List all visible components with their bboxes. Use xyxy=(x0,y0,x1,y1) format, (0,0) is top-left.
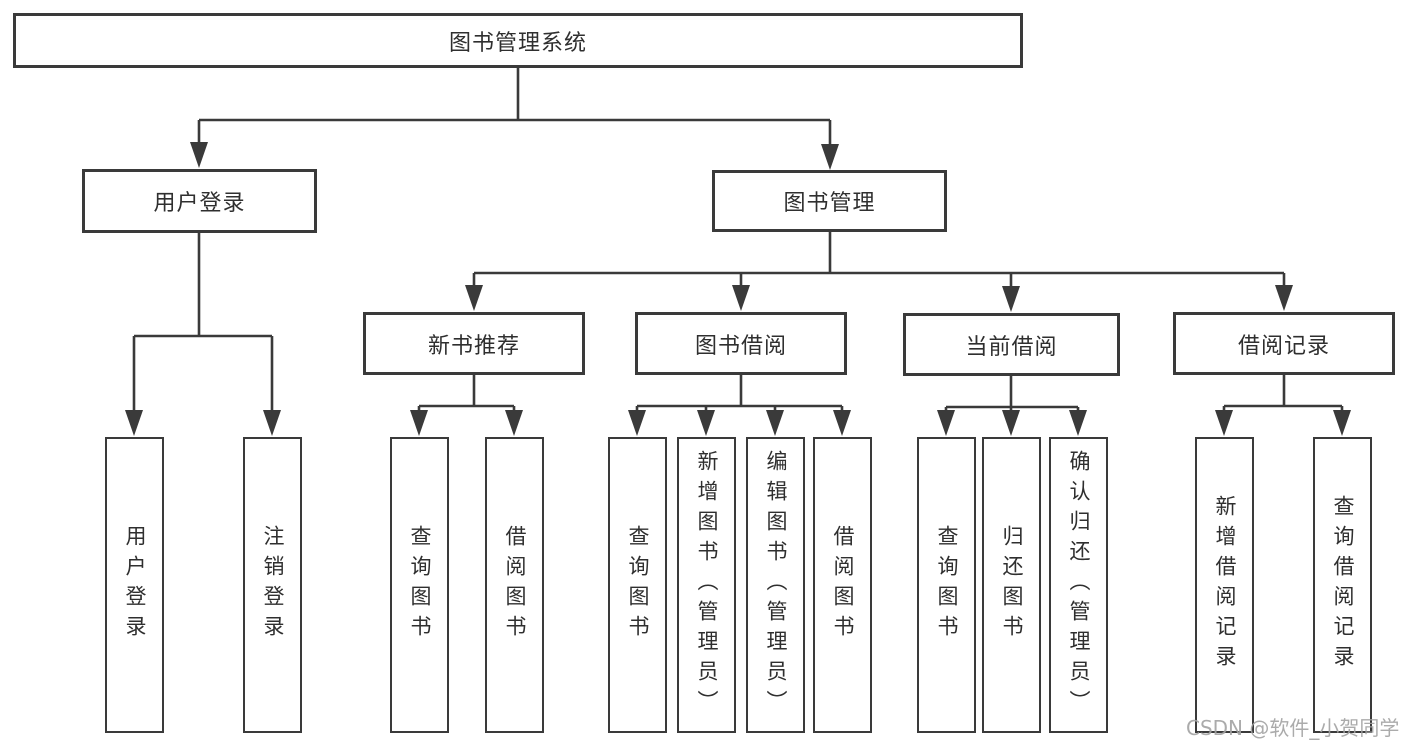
node-book-management: 图书管理 xyxy=(712,170,947,232)
node-system-root: 图书管理系统 xyxy=(13,13,1023,68)
node-label: 用户登录 xyxy=(123,525,147,645)
node-label: 用户登录 xyxy=(153,191,246,216)
node-user-login: 用户登录 xyxy=(82,169,317,233)
leaf-borrow-books-recommend: 借阅图书 xyxy=(485,437,544,733)
node-label: 注销登录 xyxy=(261,525,285,645)
leaf-edit-books-admin: 编辑图书（管理员） xyxy=(746,437,805,733)
leaf-query-books-borrowing: 查询图书 xyxy=(608,437,667,733)
leaf-return-books: 归还图书 xyxy=(982,437,1041,733)
node-label: 新增图书（管理员） xyxy=(695,450,719,720)
leaf-query-borrow-record: 查询借阅记录 xyxy=(1313,437,1372,733)
node-label: 图书管理 xyxy=(783,191,876,216)
node-label: 查询借阅记录 xyxy=(1331,495,1355,675)
node-label: 确认归还（管理员） xyxy=(1067,450,1091,720)
node-label: 借阅记录 xyxy=(1237,333,1330,359)
arrowheads xyxy=(125,142,1351,436)
watermark-text: CSDN @软件_小贺同学 xyxy=(1186,716,1400,740)
node-book-borrowing: 图书借阅 xyxy=(635,312,847,375)
node-label: 归还图书 xyxy=(1000,525,1024,645)
node-label: 图书借阅 xyxy=(694,333,787,359)
leaf-query-books-recommend: 查询图书 xyxy=(390,437,449,733)
node-label: 新增借阅记录 xyxy=(1213,495,1237,675)
leaf-query-books-current: 查询图书 xyxy=(917,437,976,733)
leaf-add-borrow-record: 新增借阅记录 xyxy=(1195,437,1254,733)
node-label: 查询图书 xyxy=(626,525,650,645)
node-label: 新书推荐 xyxy=(427,333,520,359)
leaf-user-login: 用户登录 xyxy=(105,437,164,733)
node-label: 图书管理系统 xyxy=(448,30,587,56)
node-label: 编辑图书（管理员） xyxy=(764,450,788,720)
node-new-book-recommendation: 新书推荐 xyxy=(363,312,585,375)
node-label: 查询图书 xyxy=(935,525,959,645)
leaf-logout: 注销登录 xyxy=(243,437,302,733)
node-label: 查询图书 xyxy=(408,525,432,645)
leaf-borrow-books-borrowing: 借阅图书 xyxy=(813,437,872,733)
leaf-confirm-return-admin: 确认归还（管理员） xyxy=(1049,437,1108,733)
node-borrowing-records: 借阅记录 xyxy=(1173,312,1395,375)
node-label: 借阅图书 xyxy=(503,525,527,645)
node-label: 借阅图书 xyxy=(831,525,855,645)
leaf-add-books-admin: 新增图书（管理员） xyxy=(677,437,736,733)
node-current-borrowing: 当前借阅 xyxy=(903,313,1120,376)
node-label: 当前借阅 xyxy=(965,334,1058,360)
